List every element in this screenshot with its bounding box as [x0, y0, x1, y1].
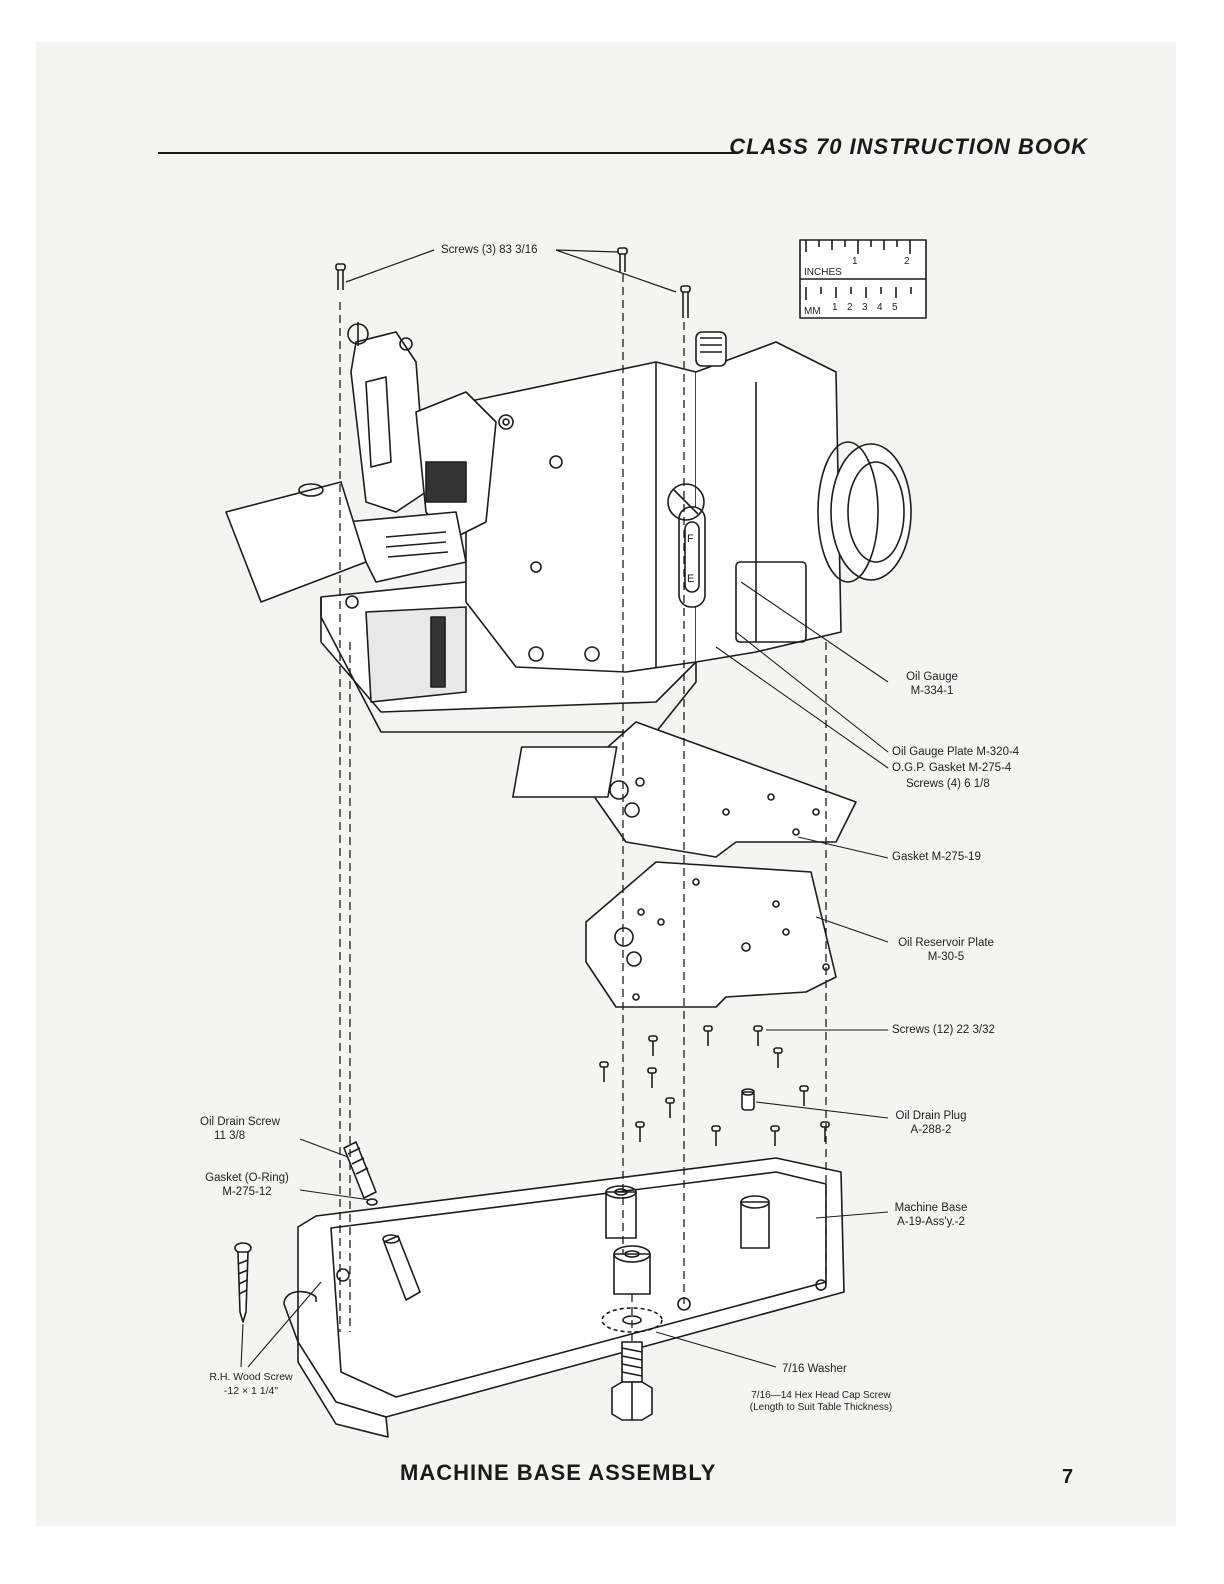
label-oil-gauge: Oil Gauge M-334-1: [892, 670, 972, 698]
label-oil-reservoir-plate-name: Oil Reservoir Plate: [898, 937, 994, 949]
mm-mark-5: 5: [892, 302, 898, 313]
oil-reservoir-plate-illustration: [585, 861, 837, 1008]
label-gasket-oring: Gasket (O-Ring) M-275-12: [194, 1171, 300, 1199]
label-machine-base-number: A-19-Ass'y.-2: [897, 1216, 965, 1228]
alignment-lines: [339, 274, 827, 1342]
machine-base-illustration: [283, 1157, 845, 1438]
label-oil-drain-plug: Oil Drain Plug A-288-2: [886, 1109, 976, 1137]
label-wood-screw-name: R.H. Wood Screw: [209, 1371, 293, 1383]
mm-mark-2: 2: [847, 302, 853, 313]
inch-mark-1: 1: [852, 256, 858, 267]
oil-gauge-plate-illustration: [512, 721, 857, 858]
mm-label: MM: [804, 306, 821, 317]
inch-mark-2: 2: [904, 256, 910, 267]
oil-drain-screw-icon: [343, 1141, 378, 1206]
label-ogp-gasket: O.G.P. Gasket M-275-4: [892, 762, 1012, 774]
label-oil-gauge-name: Oil Gauge: [906, 671, 958, 683]
label-screws-top: Screws (3) 83 3/16: [441, 244, 538, 256]
label-oil-drain-plug-number: A-288-2: [910, 1124, 952, 1136]
wood-screw-icon: [234, 1242, 252, 1323]
measurement-scale: [799, 239, 927, 319]
hex-cap-screw-icon: [611, 1341, 653, 1421]
top-screws-icon: [335, 247, 691, 318]
figure-caption: MACHINE BASE ASSEMBLY: [400, 1460, 717, 1485]
label-wood-screw: R.H. Wood Screw -12 × 1 1/4": [208, 1370, 294, 1398]
label-hex-cap-screw-name: 7/16—14 Hex Head Cap Screw: [751, 1390, 891, 1401]
inches-label: INCHES: [804, 267, 842, 278]
label-oil-gauge-plate: Oil Gauge Plate M-320-4: [892, 746, 1020, 758]
label-oil-reservoir-plate-number: M-30-5: [927, 951, 965, 963]
label-wood-screw-number: -12 × 1 1/4": [223, 1385, 279, 1397]
label-gasket-oring-name: Gasket (O-Ring): [205, 1172, 289, 1184]
exploded-assembly-diagram: F E: [225, 239, 927, 1438]
header-title: CLASS 70 INSTRUCTION BOOK: [729, 134, 1088, 159]
label-oil-drain-screw-name: Oil Drain Screw: [200, 1116, 280, 1128]
label-oil-drain-screw-number: 11 3/8: [214, 1130, 246, 1142]
label-machine-base-name: Machine Base: [894, 1202, 968, 1214]
leader-lines: [240, 581, 889, 1368]
label-washer: 7/16 Washer: [782, 1363, 847, 1375]
mm-mark-4: 4: [877, 302, 883, 313]
label-oil-gauge-number: M-334-1: [910, 685, 954, 697]
svg-text:F: F: [687, 533, 694, 545]
header-rule: [158, 152, 738, 154]
label-screws-4: Screws (4) 6 1/8: [906, 778, 990, 790]
page-number: 7: [1062, 1466, 1074, 1488]
svg-text:E: E: [687, 573, 694, 585]
machine-head-illustration: F E: [225, 322, 912, 733]
label-gasket-oring-number: M-275-12: [222, 1186, 272, 1198]
mm-mark-3: 3: [862, 302, 868, 313]
label-machine-base: Machine Base A-19-Ass'y.-2: [886, 1201, 976, 1229]
label-hex-cap-screw: 7/16—14 Hex Head Cap Screw (Length to Su…: [726, 1390, 916, 1414]
label-screws-12: Screws (12) 22 3/32: [892, 1024, 995, 1036]
mm-mark-1: 1: [832, 302, 838, 313]
label-gasket: Gasket M-275-19: [892, 851, 981, 863]
label-hex-cap-screw-number: (Length to Suit Table Thickness): [749, 1402, 893, 1413]
oil-drain-plug-icon: [741, 1088, 755, 1111]
label-oil-drain-plug-name: Oil Drain Plug: [895, 1110, 967, 1122]
page: CLASS 70 INSTRUCTION BOOK: [36, 42, 1176, 1526]
label-oil-drain-screw: Oil Drain Screw 11 3/8: [200, 1115, 280, 1143]
screws-12-icon: [599, 1025, 830, 1146]
label-oil-reservoir-plate: Oil Reservoir Plate M-30-5: [886, 936, 1006, 964]
